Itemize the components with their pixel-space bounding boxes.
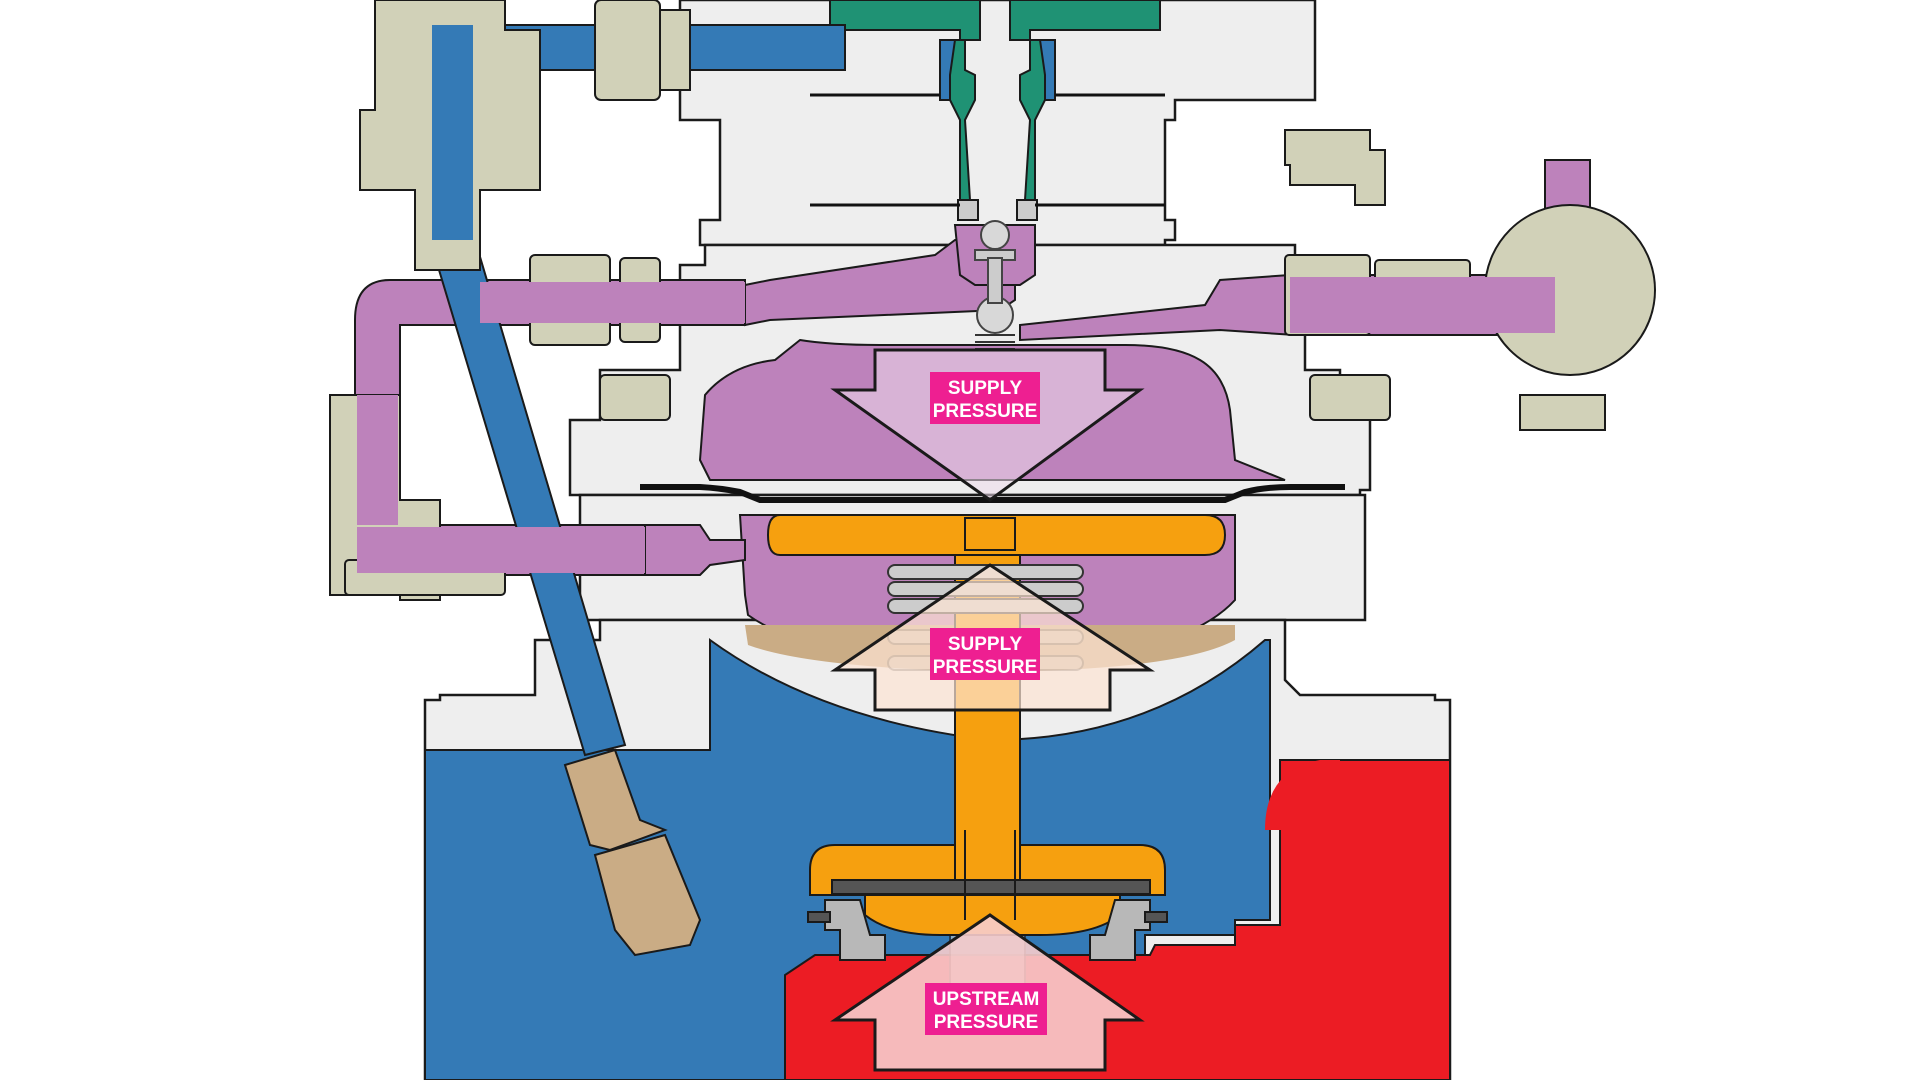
- stem-top-cap: [964, 517, 1016, 551]
- pilot-seat-lines: [810, 93, 1165, 207]
- elbow-top-right: [1284, 129, 1386, 206]
- brass-fitting: [563, 748, 702, 957]
- pilot-stem-lower-right: [1016, 199, 1038, 221]
- label-supply-bottom-line2: PRESSURE: [933, 657, 1038, 678]
- seat-gasket-right: [1144, 911, 1168, 923]
- seat-gasket-left: [807, 911, 831, 923]
- tube-overlays: [357, 25, 1555, 573]
- label-supply-bottom-line1: SUPPLY: [948, 634, 1023, 655]
- label-supply-top-line2: PRESSURE: [933, 401, 1038, 422]
- brass-hex: [563, 748, 668, 852]
- disc-rubber: [831, 879, 1151, 895]
- ball-check-icon: [974, 220, 1016, 350]
- pilot-cap-right: [1009, 0, 1161, 41]
- brass-body: [593, 833, 702, 957]
- label-supply-bottom: SUPPLY PRESSURE: [930, 628, 1040, 680]
- arrow-supply-down: [830, 348, 1145, 502]
- pilot-assembly: [829, 0, 1161, 221]
- seat-ring-left: [824, 899, 886, 961]
- label-upstream: UPSTREAM PRESSURE: [925, 983, 1047, 1035]
- nut-top-1: [594, 0, 661, 101]
- label-upstream-line2: PRESSURE: [934, 1012, 1039, 1033]
- nut-top-2: [659, 9, 691, 91]
- label-upstream-line1: UPSTREAM: [933, 989, 1040, 1010]
- pilot-stem-lower-left: [957, 199, 979, 221]
- hex-nut-right: [1309, 374, 1391, 421]
- pressure-labels: SUPPLY PRESSURE SUPPLY PRESSURE UPSTREAM…: [925, 372, 1047, 1035]
- check-valve-nut: [1519, 394, 1606, 431]
- label-supply-top-line1: SUPPLY: [948, 378, 1023, 399]
- pilot-stem-left: [949, 39, 976, 201]
- pilot-stem-right: [1019, 39, 1046, 201]
- red-inner-curve: [1265, 760, 1340, 830]
- seat-ring-right: [1089, 899, 1151, 961]
- hex-nut-icon: [599, 374, 671, 421]
- purple-to-cover: [644, 524, 746, 576]
- label-supply-top: SUPPLY PRESSURE: [930, 372, 1040, 424]
